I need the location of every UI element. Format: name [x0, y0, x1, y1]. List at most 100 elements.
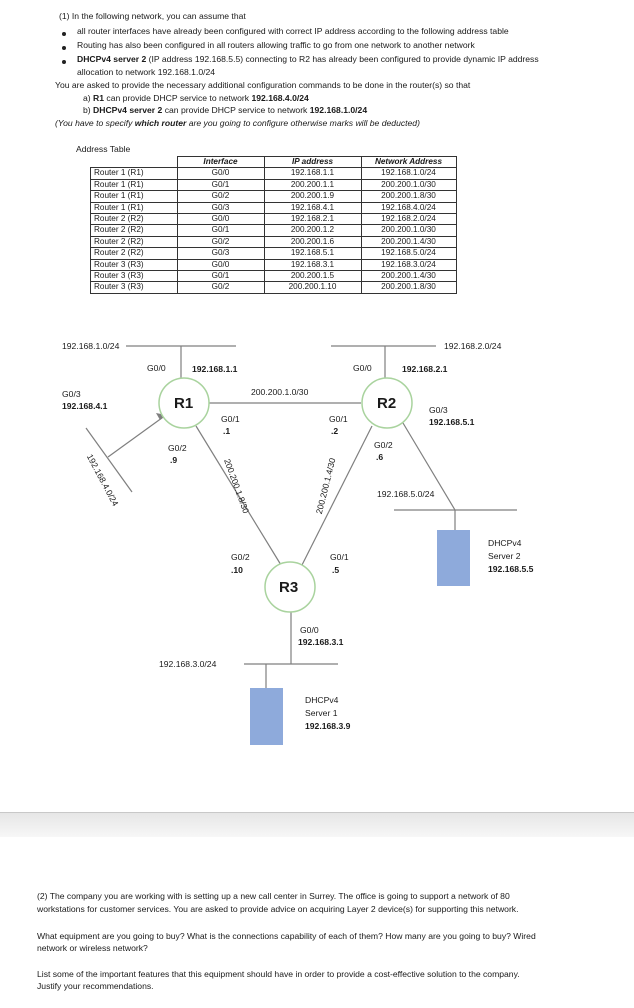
table-header-row: Interface IP address Network Address — [90, 155, 457, 169]
table-header: IP address — [263, 155, 362, 169]
table-cell: 192.168.5.1 — [263, 247, 362, 260]
r1-g00-ip: 192.168.1.1 — [192, 364, 238, 374]
q2-para-3b: Justify your recommendations. — [37, 981, 154, 991]
q1-part-b-bold2: 192.168.1.0/24 — [309, 105, 368, 115]
q2-para-2b: network or wireless network? — [37, 943, 148, 953]
table-cell-router: Router 1 (R1) — [90, 201, 178, 215]
table-cell-router: Router 1 (R1) — [90, 178, 178, 192]
table-cell: G0/1 — [176, 178, 265, 192]
q1-ask: You are asked to provide the necessary a… — [55, 80, 471, 90]
table-cell-router: Router 3 (R3) — [90, 281, 178, 294]
table-cell: 200.200.1.4/30 — [360, 235, 457, 249]
r1-g00-label: G0/0 — [147, 363, 166, 373]
bullet-dot — [62, 32, 66, 36]
q1-bullet-3-line2: allocation to network 192.168.1.0/24 — [77, 67, 216, 77]
net-192-168-1-label: 192.168.1.0/24 — [62, 341, 120, 351]
r3-g00-ip: 192.168.3.1 — [298, 637, 344, 647]
q1-bullet-3-bold: DHCPv4 server 2 — [77, 54, 147, 64]
table-cell: 192.168.5.0/24 — [360, 247, 457, 260]
router-r3-label: R3 — [279, 579, 299, 596]
router-r1-icon — [158, 377, 210, 429]
q1-bullet-3: DHCPv4 server 2 (IP address 192.168.5.5)… — [77, 53, 539, 65]
server2-ip: 192.168.5.5 — [488, 564, 534, 574]
table-cell: G0/2 — [176, 281, 265, 294]
q1-note-a: (You have to specify — [55, 118, 135, 128]
table-cell: G0/2 — [176, 190, 265, 203]
table-cell: 192.168.2.0/24 — [360, 213, 457, 226]
q1-bullet-3-rest: (IP address 192.168.5.5) connecting to R… — [146, 54, 539, 64]
dhcp-server-2-icon — [437, 530, 470, 586]
network-diagram — [85, 345, 517, 745]
q1-part-a-prefix: a) — [83, 93, 94, 103]
q1-note: (You have to specify which router are yo… — [55, 117, 420, 129]
link-r1-r3 — [195, 425, 282, 566]
net-r1-r2-label: 200.200.1.0/30 — [251, 387, 309, 397]
q1-part-a-mid: can provide DHCP service to network — [104, 93, 252, 103]
table-cell: 192.168.2.1 — [263, 213, 362, 226]
r2-g01-ip: .2 — [331, 426, 339, 436]
table-cell: G0/2 — [176, 235, 265, 249]
server1-label-1: DHCPv4 — [305, 695, 339, 705]
net-192-168-3-label: 192.168.3.0/24 — [159, 659, 217, 669]
r1-g03-ip: 192.168.4.1 — [62, 401, 108, 411]
r2-g03-link — [399, 417, 456, 511]
bullet-dot — [62, 46, 66, 50]
table-cell: 192.168.3.1 — [263, 258, 362, 272]
q2-para-1: (2) The company you are working with is … — [37, 891, 510, 901]
r1-g03-label: G0/3 — [62, 389, 81, 399]
r3-g02-label: G0/2 — [231, 552, 250, 562]
link-r2-r3 — [301, 425, 373, 566]
table-cell-router: Router 2 (R2) — [90, 213, 178, 226]
table-cell-router: Router 1 (R1) — [90, 190, 178, 203]
r2-g00-label: G0/0 — [353, 363, 372, 373]
r1-g01-label: G0/1 — [221, 414, 240, 424]
table-cell: 192.168.3.0/24 — [360, 258, 457, 272]
q1-intro: (1) In the following network, you can as… — [59, 11, 246, 21]
address-table: Interface IP address Network Address Rou… — [90, 155, 457, 294]
q1-part-b-mid: can provide DHCP service to network — [162, 105, 310, 115]
net-192-168-2-label: 192.168.2.0/24 — [444, 341, 502, 351]
table-cell: 192.168.1.0/24 — [360, 167, 457, 180]
q1-note-c: are you going to configure otherwise mar… — [186, 118, 420, 128]
table-cell: G0/0 — [176, 258, 265, 272]
table-header: Network Address — [360, 155, 457, 169]
q1-part-b-prefix: b) — [83, 105, 94, 115]
q1-note-b: which router — [134, 118, 187, 128]
table-cell: 200.200.1.5 — [263, 270, 362, 283]
q1-bullet-1: all router interfaces have already been … — [77, 26, 509, 36]
q2-para-2: What equipment are you going to buy? Wha… — [37, 931, 536, 941]
lan-192-168-4-bus — [85, 427, 133, 493]
r1-g02-ip: .9 — [170, 455, 178, 465]
r3-g01-label: G0/1 — [330, 552, 349, 562]
table-cell: 200.200.1.0/30 — [360, 224, 457, 237]
page-separator-line — [0, 812, 634, 813]
server1-ip: 192.168.3.9 — [305, 721, 351, 731]
bullet-dot — [62, 60, 66, 64]
r2-g00-ip: 192.168.2.1 — [402, 364, 448, 374]
table-cell: 200.200.1.4/30 — [360, 270, 457, 283]
address-table-caption: Address Table — [76, 144, 131, 154]
table-cell-router: Router 1 (R1) — [90, 167, 178, 180]
router-r2-label: R2 — [377, 395, 397, 412]
table-cell: G0/3 — [176, 247, 265, 260]
q1-part-a-bold1: R1 — [93, 93, 105, 103]
table-cell-router: Router 2 (R2) — [90, 235, 178, 249]
router-r3-icon — [264, 561, 316, 613]
r2-g02-ip: .6 — [376, 452, 384, 462]
table-cell: G0/1 — [176, 224, 265, 237]
table-cell-router: Router 3 (R3) — [90, 258, 178, 272]
table-cell: 200.200.1.8/30 — [360, 190, 457, 203]
r3-g01-ip: .5 — [332, 565, 340, 575]
q1-part-b-bold1: DHCPv4 server 2 — [93, 105, 163, 115]
r1-g02-label: G0/2 — [168, 443, 187, 453]
